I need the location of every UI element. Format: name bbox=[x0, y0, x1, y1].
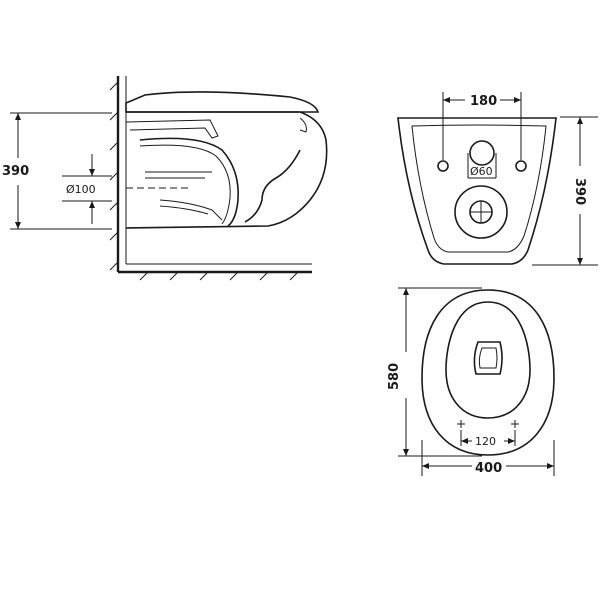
bolt-spacing-dimension: 180 bbox=[442, 92, 522, 160]
wall-and-floor bbox=[109, 76, 312, 281]
rear-inner-outline bbox=[411, 124, 547, 253]
hinge-hole-left bbox=[457, 420, 465, 428]
side-view: 390 Ø100 bbox=[2, 76, 328, 281]
pipe-diameter-label: Ø100 bbox=[66, 183, 96, 196]
bolt-hole-right bbox=[515, 160, 527, 172]
flush-outlet bbox=[473, 341, 503, 375]
top-view: 120 580 400 bbox=[387, 287, 555, 476]
rim-detail bbox=[125, 119, 219, 139]
seat-lid bbox=[125, 91, 320, 113]
top-outline bbox=[421, 289, 555, 456]
bolt-spacing-label: 180 bbox=[470, 94, 497, 109]
water-inlet bbox=[469, 140, 495, 166]
bolt-hole-left bbox=[437, 160, 449, 172]
hole-spacing-dimension: 120 bbox=[460, 430, 516, 448]
rear-outline bbox=[397, 117, 557, 265]
side-height-dimension: 390 bbox=[2, 112, 112, 230]
rear-view: Ø60 180 390 bbox=[397, 92, 598, 266]
top-length-label: 580 bbox=[387, 363, 402, 390]
outlet-diameter-label: Ø60 bbox=[470, 165, 493, 178]
hole-spacing-label: 120 bbox=[475, 435, 496, 448]
top-length-dimension: 580 bbox=[387, 287, 482, 457]
rear-height-dimension: 390 bbox=[532, 116, 598, 266]
inner-trap bbox=[139, 137, 239, 227]
bowl-outline bbox=[125, 111, 328, 229]
outlet bbox=[454, 185, 508, 239]
top-width-dimension: 400 bbox=[421, 440, 555, 476]
rear-height-label: 390 bbox=[572, 178, 587, 205]
hinge-hole-right bbox=[511, 420, 519, 428]
bowl-opening bbox=[445, 301, 531, 419]
side-height-label: 390 bbox=[2, 164, 29, 179]
top-width-label: 400 bbox=[475, 461, 502, 476]
pipe-diameter-dimension: Ø100 bbox=[62, 154, 112, 224]
